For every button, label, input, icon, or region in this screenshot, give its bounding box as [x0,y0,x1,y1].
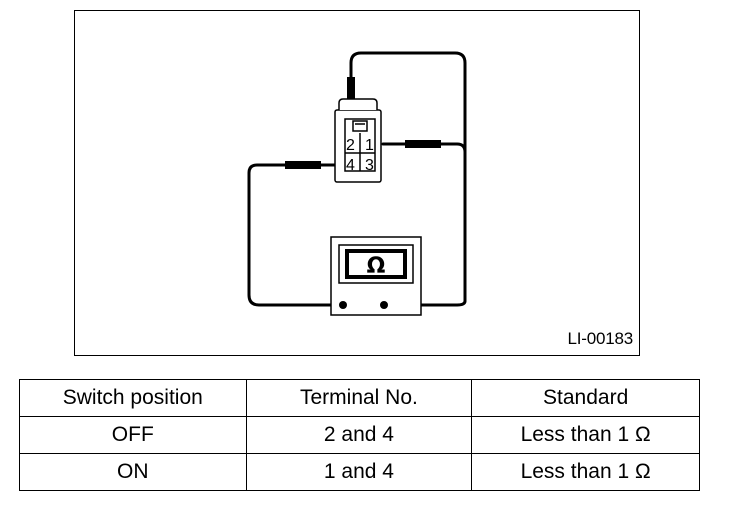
lead-right [383,299,467,307]
ohm-symbol: Ω [367,254,386,279]
table-cell: OFF [19,416,247,454]
probe-icon [405,140,441,148]
ohmmeter-icon: Ω [330,236,422,316]
meter-terminal-left [339,301,347,309]
lead-pin2 [349,51,467,303]
column-header: Switch position [19,379,247,417]
table-row: ON 1 and 4 Less than 1 Ω [19,453,700,491]
probes [285,77,441,169]
pin-label: 4 [346,157,355,174]
pin-label: 2 [346,137,355,154]
pin-label: 1 [365,137,374,154]
connector-pin-labels: 2 1 4 3 [346,137,374,174]
connector-icon [334,98,382,183]
probe-icon [347,77,355,111]
lead-pin1 [381,142,467,154]
column-header: Terminal No. [245,379,473,417]
spec-table: Switch position Terminal No. Standard OF… [19,379,700,491]
table-cell: 1 and 4 [245,453,473,491]
probe-icon [285,161,321,169]
figure-id: LI-00183 [567,329,633,348]
column-header: Standard [471,379,700,417]
pin-label: 3 [365,157,374,174]
lead-pin4 [247,163,357,307]
table-row: OFF 2 and 4 Less than 1 Ω [19,416,700,454]
meter-terminal-right [380,301,388,309]
table-cell: 2 and 4 [245,416,473,454]
diagram-frame: 2 1 4 3 Ω LI-00183 [74,10,640,356]
test-leads [247,51,467,307]
table-cell: ON [19,453,247,491]
table-cell: Less than 1 Ω [471,453,700,491]
table-header-row: Switch position Terminal No. Standard [19,379,700,417]
wiring-diagram: 2 1 4 3 Ω [247,51,467,316]
table-cell: Less than 1 Ω [471,416,700,454]
